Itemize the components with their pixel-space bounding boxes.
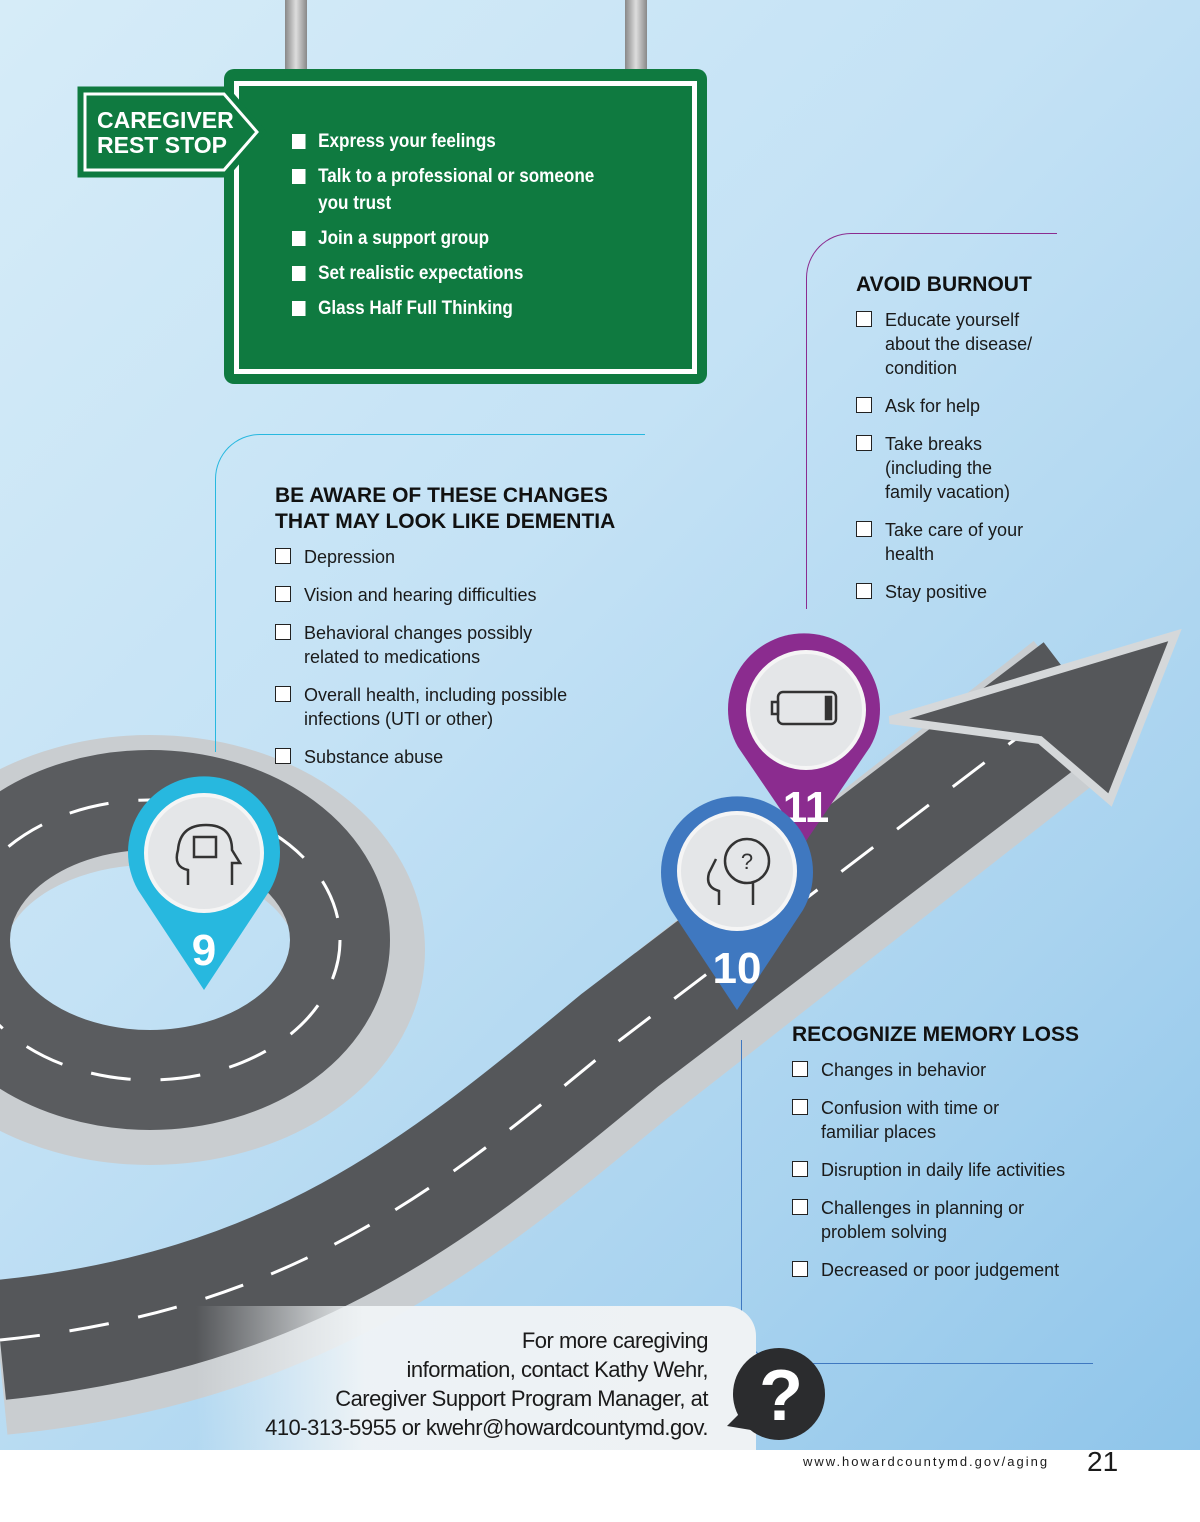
checklist-item: Challenges in planning or problem solvin… bbox=[792, 1196, 1102, 1244]
checkbox[interactable] bbox=[856, 435, 872, 451]
section-title: AVOID BURNOUT bbox=[856, 273, 1032, 296]
head-question-icon bbox=[706, 837, 771, 905]
checkbox[interactable] bbox=[275, 686, 291, 702]
checkbox[interactable] bbox=[856, 521, 872, 537]
head-puzzle-icon bbox=[175, 823, 243, 885]
list-item: Set realistic expectations bbox=[292, 260, 624, 287]
list-item: Express your feelings bbox=[292, 128, 624, 155]
sign-pole-left bbox=[285, 0, 307, 75]
checklist-item: Disruption in daily life activities bbox=[792, 1158, 1102, 1182]
footer-url[interactable]: www.howardcountymd.gov/aging bbox=[803, 1454, 1050, 1469]
battery-low-icon bbox=[770, 690, 838, 726]
list-item: Glass Half Full Thinking bbox=[292, 295, 624, 322]
contact-box: For more caregiving information, contact… bbox=[196, 1306, 756, 1450]
checklist-item: Take breaks (including the family vacati… bbox=[856, 432, 1076, 504]
checkbox[interactable] bbox=[856, 311, 872, 327]
checklist-item: Depression bbox=[275, 545, 645, 569]
checklist-item: Vision and hearing difficulties bbox=[275, 583, 645, 607]
contact-line: Caregiver Support Program Manager, at bbox=[335, 1386, 708, 1411]
checkbox[interactable] bbox=[275, 748, 291, 764]
checklist-item: Behavioral changes possibly related to m… bbox=[275, 621, 645, 669]
checkbox[interactable] bbox=[275, 624, 291, 640]
svg-text:9: 9 bbox=[192, 926, 216, 975]
svg-text:?: ? bbox=[759, 1356, 803, 1436]
purple-bracket bbox=[806, 233, 1057, 609]
rest-stop-tag-sign bbox=[77, 86, 267, 178]
checklist-item: Decreased or poor judgement bbox=[792, 1258, 1102, 1282]
checklist-item: Substance abuse bbox=[275, 745, 645, 769]
checkbox[interactable] bbox=[792, 1061, 808, 1077]
avoid-burnout-section: AVOID BURNOUT Educate yourself about the… bbox=[856, 272, 1076, 618]
svg-text:10: 10 bbox=[713, 944, 762, 993]
rest-stop-sign bbox=[224, 69, 707, 384]
checklist-item: Stay positive bbox=[856, 580, 1076, 604]
blue-bracket bbox=[741, 1040, 1093, 1364]
section-title: RECOGNIZE MEMORY LOSS bbox=[792, 1023, 1080, 1046]
checklist-item: Changes in behavior bbox=[792, 1058, 1102, 1082]
checkbox[interactable] bbox=[275, 548, 291, 564]
checkbox[interactable] bbox=[856, 583, 872, 599]
checklist-item: Educate yourself about the disease/ cond… bbox=[856, 308, 1076, 380]
recognize-memory-loss-section: RECOGNIZE MEMORY LOSS Changes in behavio… bbox=[792, 1022, 1102, 1296]
checkbox[interactable] bbox=[856, 397, 872, 413]
marker-10: ? 10 bbox=[661, 796, 813, 1010]
checklist-item: Ask for help bbox=[856, 394, 1076, 418]
contact-line: For more caregiving bbox=[521, 1328, 709, 1353]
checklist-item: Overall health, including possible infec… bbox=[275, 683, 645, 731]
contact-line: information, contact Kathy Wehr, bbox=[406, 1357, 708, 1382]
marker-9: 9 bbox=[128, 776, 280, 990]
checkbox[interactable] bbox=[275, 586, 291, 602]
list-item: Talk to a professional or someone you tr… bbox=[292, 163, 624, 217]
marker-11: 11 bbox=[728, 633, 880, 844]
rest-stop-list: Express your feelings Talk to a professi… bbox=[292, 128, 624, 330]
sign-pole-right bbox=[625, 0, 647, 75]
checkbox[interactable] bbox=[792, 1261, 808, 1277]
question-bubble-icon: ? bbox=[727, 1348, 825, 1440]
list-item: Join a support group bbox=[292, 225, 624, 252]
checklist-item: Confusion with time or familiar places bbox=[792, 1096, 1102, 1144]
checkbox[interactable] bbox=[792, 1099, 808, 1115]
checkbox[interactable] bbox=[792, 1199, 808, 1215]
checkbox[interactable] bbox=[792, 1161, 808, 1177]
contact-email-phone[interactable]: 410-313-5955 or kwehr@howardcountymd.gov… bbox=[265, 1415, 708, 1440]
svg-text:?: ? bbox=[741, 849, 753, 874]
page-number: 21 bbox=[1087, 1446, 1119, 1477]
cyan-bracket bbox=[215, 434, 645, 752]
checklist-item: Take care of your health bbox=[856, 518, 1076, 566]
